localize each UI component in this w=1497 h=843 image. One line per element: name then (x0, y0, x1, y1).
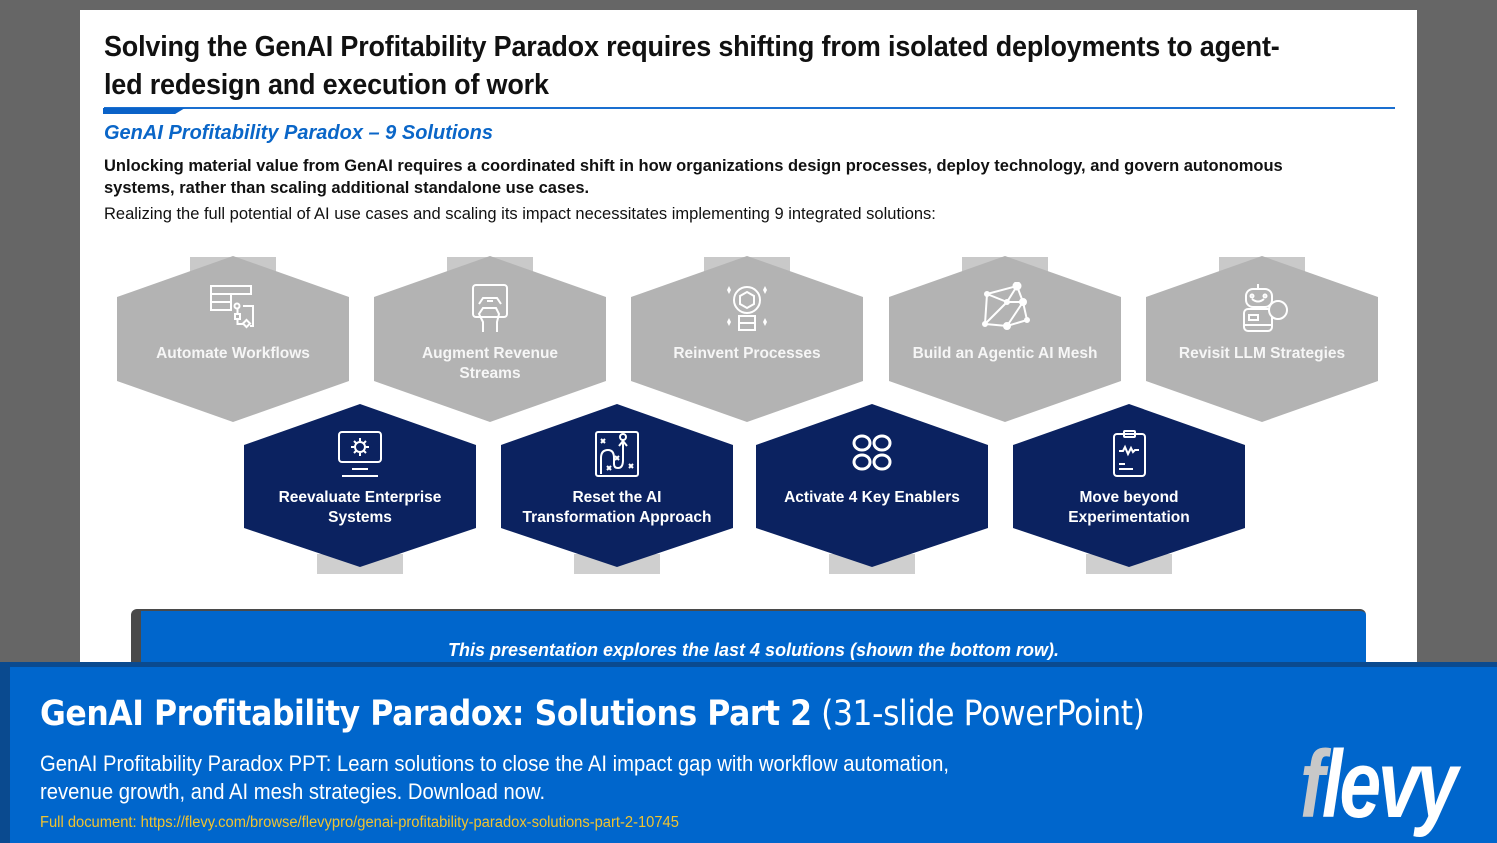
solution-label: Augment Revenue Streams (421, 345, 559, 382)
document-title-meta: (31-slide PowerPoint) (811, 694, 1145, 734)
solution-label: Reevaluate Enterprise Systems (278, 489, 442, 526)
full-document-link[interactable]: Full document: https://flevy.com/browse/… (40, 814, 679, 831)
hexagon-shape (501, 404, 733, 574)
revenue-hand-icon (472, 284, 508, 332)
footer-panel: GenAI Profitability Paradox: Solutions P… (10, 667, 1497, 843)
section-subtitle: GenAI Profitability Paradox – 9 Solution… (104, 122, 493, 144)
hexagon-shape (244, 404, 476, 574)
hexagon-shape (1013, 404, 1245, 574)
solution-label: Activate 4 Key Enablers (784, 489, 960, 506)
robot-icon (1243, 284, 1288, 332)
mesh-network-icon (982, 282, 1030, 330)
strategy-board-icon (595, 431, 639, 477)
title-underline-accent (103, 108, 185, 114)
callout-text: This presentation explores the last 4 so… (447, 640, 1060, 660)
solution-hex-reset-transformation[interactable]: Reset the AI Transformation Approach (501, 404, 733, 574)
solution-hex-reevaluate-systems[interactable]: Reevaluate Enterprise Systems (244, 404, 476, 574)
solution-label: Reset the AI Transformation Approach (522, 489, 712, 526)
document-title: GenAI Profitability Paradox: Solutions P… (40, 692, 1145, 736)
lead-paragraph-bold: Unlocking material value from GenAI requ… (104, 157, 1283, 197)
solution-hex-agentic-mesh[interactable]: Build an Agentic AI Mesh (889, 256, 1121, 422)
footer-banner: GenAI Profitability Paradox: Solutions P… (0, 662, 1497, 843)
slide-title: Solving the GenAI Profitability Paradox … (104, 31, 1280, 101)
hexagon-shape (374, 256, 606, 422)
hexagon-shape (117, 256, 349, 422)
solution-label: Revisit LLM Strategies (1178, 345, 1346, 362)
lightbulb-network-icon (727, 286, 767, 331)
title-underline (104, 107, 1395, 109)
hexagon-shape (1146, 256, 1378, 422)
solution-label: Automate Workflows (156, 345, 310, 362)
solution-hex-reinvent-processes[interactable]: Reinvent Processes (631, 256, 863, 422)
hexagon-shape (756, 404, 988, 574)
solution-label: Reinvent Processes (673, 345, 821, 362)
workflow-icon (210, 285, 254, 329)
logo-letter-f: f (1300, 731, 1325, 838)
solution-hex-augment-revenue[interactable]: Augment Revenue Streams (374, 256, 606, 422)
lead-paragraph: Realizing the full potential of AI use c… (104, 205, 936, 223)
solution-hex-move-beyond-experimentation[interactable]: Move beyond Experimentation (1013, 404, 1245, 574)
document-description: GenAI Profitability Paradox PPT: Learn s… (40, 751, 950, 804)
solution-hex-automate-workflows[interactable]: Automate Workflows (117, 256, 349, 422)
solution-hex-activate-enablers[interactable]: Activate 4 Key Enablers (756, 404, 988, 574)
flevy-logo[interactable]: flevy (1300, 737, 1458, 833)
clipboard-pulse-icon (1113, 430, 1146, 477)
solution-label: Move beyond Experimentation (1068, 489, 1190, 526)
logo-letters-levy: levy (1321, 731, 1458, 838)
hexagon-shape (889, 256, 1121, 422)
solution-label: Build an Agentic AI Mesh (912, 345, 1098, 362)
hexagon-shape (631, 256, 863, 422)
monitor-gear-icon (338, 431, 382, 477)
solution-hex-llm-strategies[interactable]: Revisit LLM Strategies (1146, 256, 1378, 422)
four-circles-icon (852, 434, 892, 471)
document-title-main: GenAI Profitability Paradox: Solutions P… (40, 694, 812, 734)
